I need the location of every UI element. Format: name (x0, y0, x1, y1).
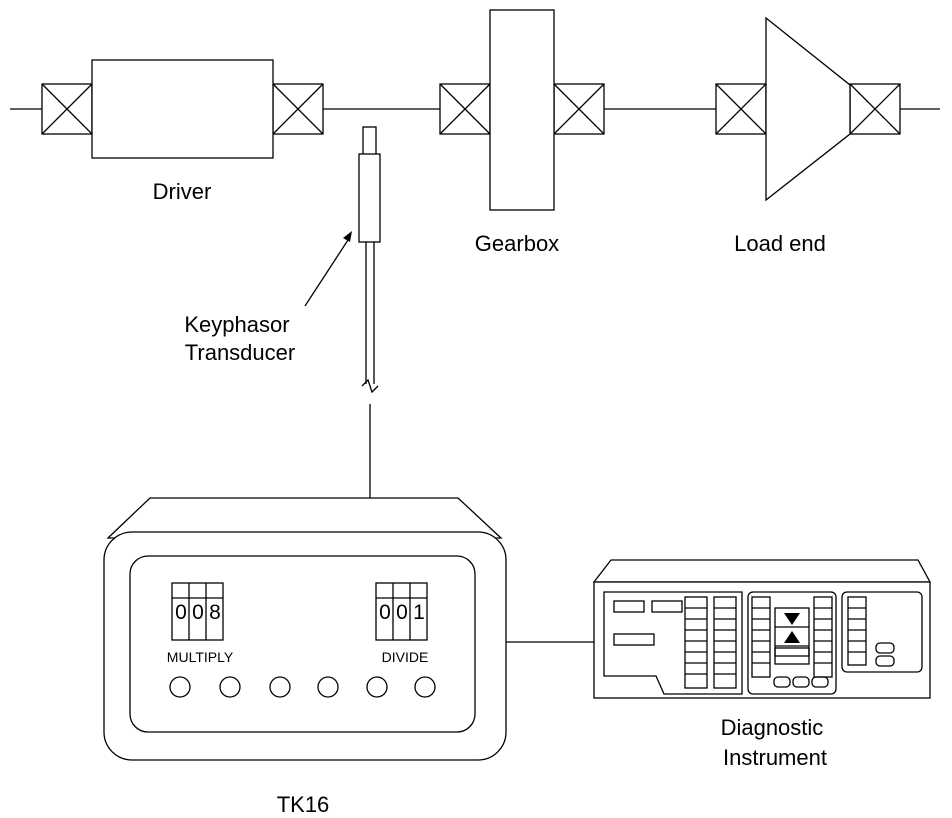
multiply-label: MULTIPLY (167, 649, 234, 665)
keyphasor-label: Keyphasor Transducer (184, 312, 295, 365)
diag-down-arrow-icon (784, 613, 800, 625)
bearing-driver-left (41, 83, 93, 135)
diag-up-arrow-icon (784, 631, 800, 643)
diag-button-3[interactable] (811, 676, 829, 688)
keyphasor-label-line1: Keyphasor (184, 312, 289, 337)
keyphasor-transducer (358, 126, 381, 498)
diag-column-4 (813, 596, 833, 678)
diag-button-4[interactable] (875, 642, 895, 654)
keyphasor-label-line2: Transducer (185, 340, 295, 365)
bearing-gearbox-right (553, 83, 605, 135)
tk16-button-2[interactable] (219, 676, 241, 698)
tk16-label: TK16 (277, 792, 330, 817)
bearing-gearbox-left (439, 83, 491, 135)
divide-digit-3: 1 (413, 601, 425, 624)
diag-column-3 (751, 596, 771, 678)
diag-button-5[interactable] (875, 655, 895, 667)
divide-label: DIVIDE (382, 649, 429, 665)
divide-digit-2: 0 (396, 601, 408, 624)
tk16-button-4[interactable] (317, 676, 339, 698)
tk16-button-3[interactable] (269, 676, 291, 698)
load-end-label: Load end (734, 231, 826, 256)
diag-column-5 (847, 596, 867, 666)
diagnostic-label-line1: Diagnostic (721, 715, 824, 740)
multiply-digit-2: 0 (192, 601, 204, 624)
driver-label: Driver (153, 179, 212, 204)
bearing-driver-right (272, 83, 324, 135)
load-end-body (765, 16, 851, 202)
multiply-thumbwheel[interactable]: 0 0 8 (171, 582, 224, 641)
multiply-digit-3: 8 (209, 601, 221, 624)
tk16-button-5[interactable] (366, 676, 388, 698)
tk16-unit (103, 497, 507, 761)
bearing-load-right (849, 83, 901, 135)
diagnostic-label-line2: Instrument (723, 745, 827, 770)
tk16-button-6[interactable] (414, 676, 436, 698)
diag-column-1 (684, 596, 708, 689)
keyphasor-pointer (304, 231, 352, 307)
diagnostic-instrument (592, 559, 932, 699)
divide-digit-1: 0 (379, 601, 391, 624)
gearbox-body (489, 9, 555, 211)
multiply-digit-1: 0 (175, 601, 187, 624)
diag-column-2 (713, 596, 737, 689)
gearbox-label: Gearbox (475, 231, 559, 256)
divide-thumbwheel[interactable]: 0 0 1 (375, 582, 428, 641)
tk16-button-1[interactable] (169, 676, 191, 698)
bearing-load-left (715, 83, 767, 135)
diag-button-1[interactable] (773, 676, 791, 688)
diag-button-2[interactable] (792, 676, 810, 688)
driver-body (91, 59, 274, 159)
diagnostic-label: Diagnostic Instrument (721, 715, 830, 770)
